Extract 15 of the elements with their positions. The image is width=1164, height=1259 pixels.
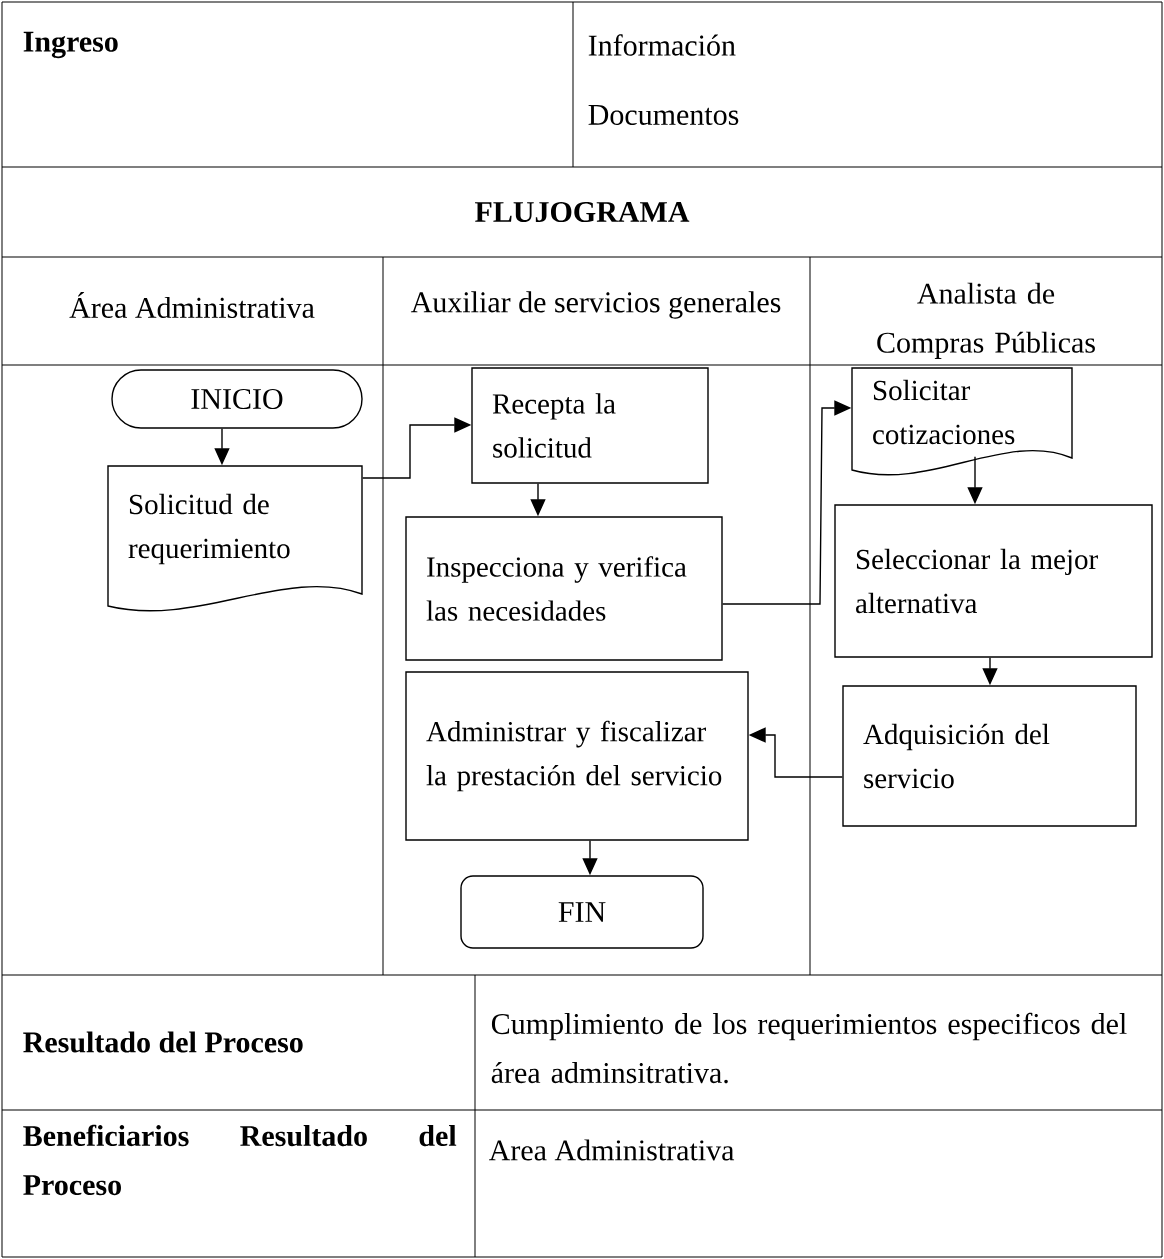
- table-text: FLUJOGRAMA: [475, 201, 690, 223]
- table-text: Resultado del Proceso: [23, 1031, 303, 1053]
- table-text: Documentos: [588, 105, 739, 125]
- process-box: Adquisición del servicio: [842, 685, 1137, 827]
- table-text: Área Administrativa: [69, 292, 315, 319]
- table-text: Información: [588, 34, 736, 56]
- table-text: Auxiliar de servicios generales: [410, 291, 781, 319]
- process-box: Inspecciona y verifica las necesidades: [405, 516, 723, 661]
- table-text: Beneficiarios Resultado del Proceso: [23, 1124, 457, 1196]
- process-box: Administrar y fiscalizar la prestación del servicio: [405, 671, 749, 841]
- table-text: Ingreso: [23, 31, 118, 59]
- table-text: Area Administrativa: [489, 1139, 735, 1161]
- table-text: Cumplimiento de los requerimientos especificos del área adminsitrativa.: [491, 1012, 1127, 1084]
- process-box: Recepta la solicitud: [471, 367, 709, 484]
- process-box: Seleccionar la mejor alternativa: [834, 504, 1153, 658]
